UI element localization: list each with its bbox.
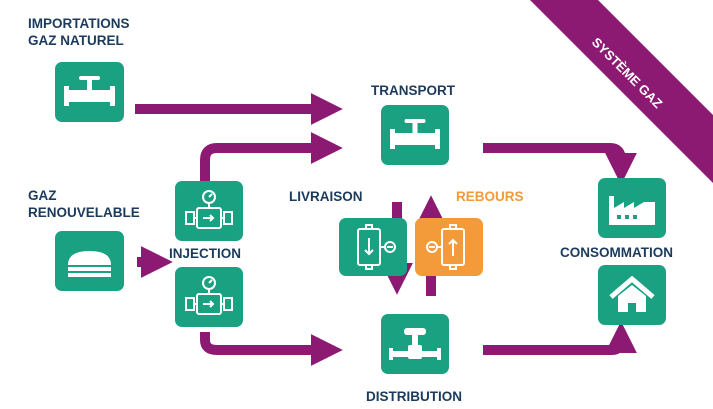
house-icon: [609, 275, 655, 312]
industry-box: [598, 178, 666, 238]
label-livraison: LIVRAISON: [289, 189, 363, 204]
transport-box: [381, 105, 449, 165]
arrow-injection-to-transport: [200, 131, 343, 183]
label-imports-line2: GAZ NATUREL: [28, 33, 124, 48]
injection-meter-bottom: [175, 267, 243, 327]
factory-icon: [609, 196, 655, 225]
livraison-meter: [339, 218, 407, 276]
pipeline-valve-icon: [389, 328, 441, 360]
gas-meter-icon: [185, 276, 233, 315]
pipe-valve-icon: [390, 119, 440, 149]
meter-down-icon: [357, 224, 396, 270]
label-imports-line1: IMPORTATIONS: [28, 16, 130, 31]
label-distribution: DISTRIBUTION: [366, 389, 462, 404]
label-renewable-line2: RENOUVELABLE: [28, 205, 140, 220]
label-transport: TRANSPORT: [371, 83, 455, 98]
injection-meter-top: [175, 181, 243, 241]
arrow-distribution-to-consumption: [483, 321, 638, 355]
imports-box: [55, 62, 124, 122]
label-consommation: CONSOMMATION: [560, 245, 673, 260]
gas-tank-icon: [68, 251, 111, 277]
renewable-box: [55, 231, 124, 291]
pipe-valve-icon: [64, 76, 115, 106]
label-renewable: GAZ RENOUVELABLE: [28, 187, 140, 221]
label-imports: IMPORTATIONS GAZ NATUREL: [28, 15, 130, 49]
label-renewable-line1: GAZ: [28, 188, 57, 203]
distribution-box: [381, 314, 449, 374]
arrow-transport-to-consumption: [483, 143, 638, 185]
arrow-injection-to-distribution: [200, 332, 343, 367]
gas-meter-icon: [185, 190, 233, 229]
label-rebours: REBOURS: [456, 189, 524, 204]
meter-up-icon: [426, 224, 465, 270]
home-box: [598, 265, 666, 325]
label-injection: INJECTION: [169, 246, 242, 261]
rebours-meter: [415, 218, 483, 276]
